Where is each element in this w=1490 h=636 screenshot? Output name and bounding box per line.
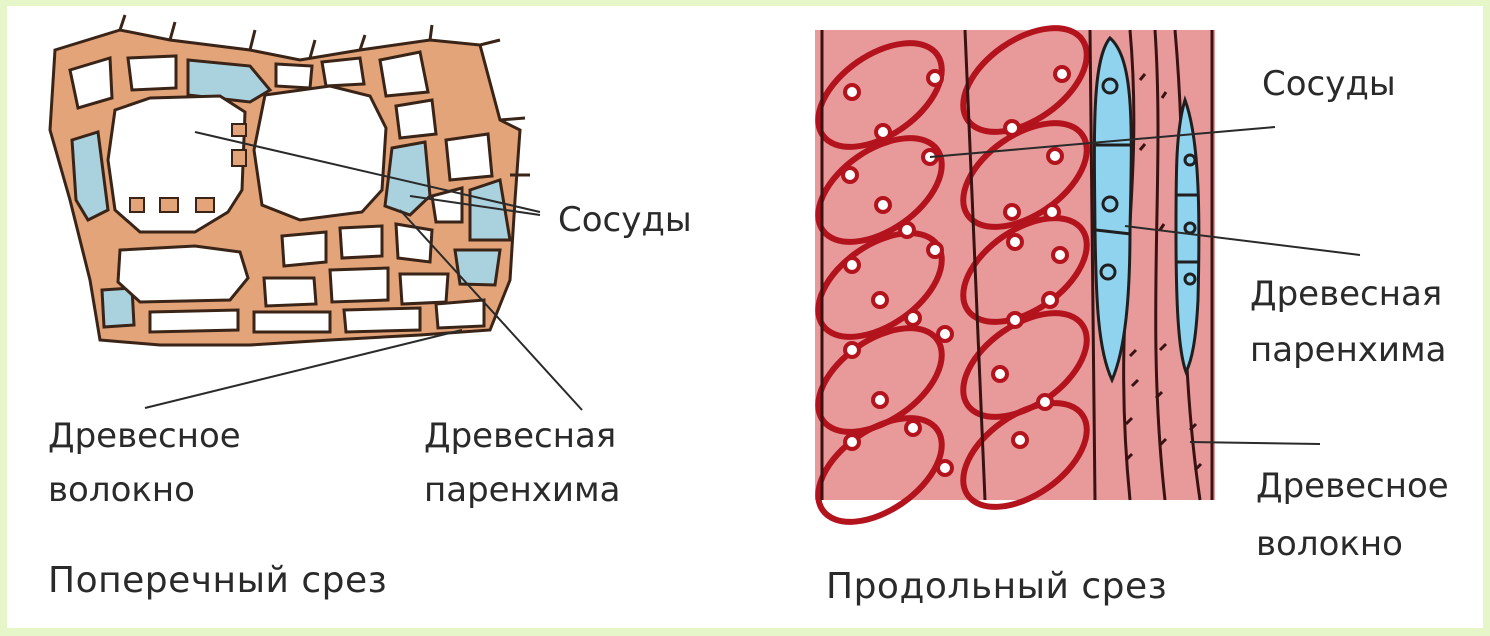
cross-section-illustration: [50, 15, 582, 410]
cross-parenchyma-label-line1: Древесная: [424, 410, 616, 462]
cross-parenchyma-label-line2: паренхима: [424, 464, 621, 516]
long-parenchyma-label-line1: Древесная: [1250, 268, 1442, 320]
cross-fiber-label-line2: волокно: [48, 464, 195, 516]
longitudinal-section-caption: Продольный срез: [826, 566, 1167, 607]
long-parenchyma-label-line2: паренхима: [1250, 324, 1447, 376]
long-fiber-label-line2: волокно: [1256, 518, 1403, 570]
long-vessels-label: Сосуды: [1262, 58, 1396, 110]
cross-section-caption: Поперечный срез: [48, 560, 387, 601]
cross-vessels-label: Сосуды: [558, 194, 692, 246]
cross-fiber-label-line1: Древесное: [48, 410, 241, 462]
long-fiber-label-line1: Древесное: [1256, 460, 1449, 512]
